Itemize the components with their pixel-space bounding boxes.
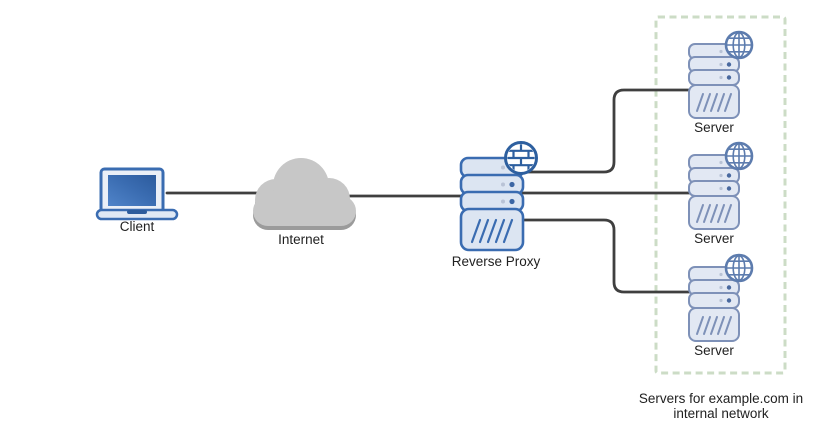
reverse-proxy-label: Reverse Proxy — [452, 254, 541, 269]
server-label: Server — [694, 120, 734, 135]
reverse-proxy-icon — [459, 141, 538, 252]
connector-proxy-server-1 — [521, 88, 692, 174]
firewall-icon — [504, 141, 538, 175]
client-label: Client — [120, 219, 155, 234]
hatch-vents — [470, 218, 514, 244]
laptop-screen — [108, 175, 156, 206]
internal-network-boundary — [654, 15, 787, 375]
cloud-icon — [253, 158, 356, 230]
server-icon — [687, 253, 754, 343]
connector-proxy-server-3 — [521, 218, 692, 294]
server-icon — [687, 141, 754, 231]
server-icon — [687, 30, 754, 120]
server-label: Server — [694, 231, 734, 246]
server-label: Server — [694, 343, 734, 358]
laptop-icon — [95, 167, 179, 221]
internet-label: Internet — [278, 232, 324, 247]
group-caption-line2: internal network — [673, 406, 769, 421]
group-caption-line1: Servers for example.com in — [639, 391, 803, 406]
